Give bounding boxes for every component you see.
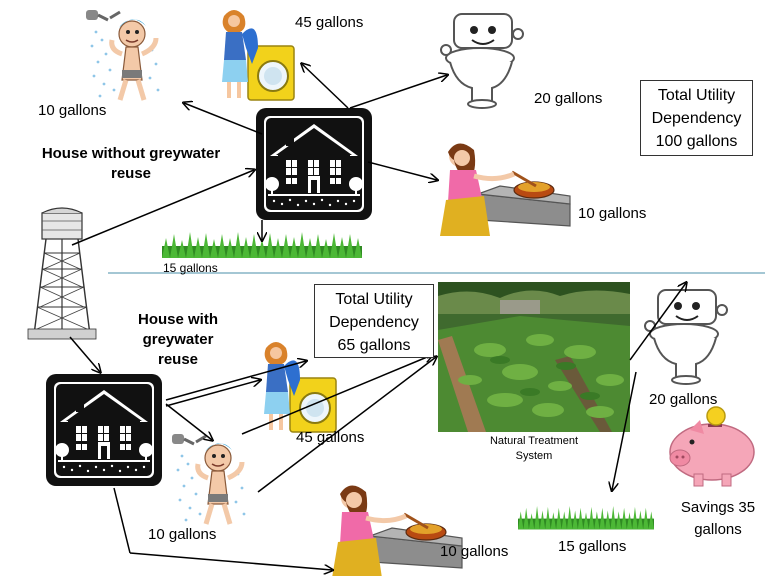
laundry-person-icon [221, 9, 295, 101]
treatment-wetland-icon [438, 282, 630, 432]
treatment-caption: Natural Treatment System [452, 434, 616, 464]
shower-person-icon [86, 10, 159, 100]
house-icon [256, 108, 372, 220]
treatment-line2: System [515, 450, 553, 462]
top-house-title: House without greywater reuse [12, 144, 250, 184]
bottom-cooking-label: 10 gallons [440, 543, 509, 560]
top-box-line2: Dependency [651, 110, 742, 127]
top-box-line3: 100 gallons [655, 133, 738, 150]
cooking-person-icon [440, 143, 570, 236]
savings-line1: Savings 35 [680, 499, 756, 516]
bottom-title-line1: House with [137, 311, 218, 328]
bottom-title-line3: reuse [157, 351, 199, 368]
treatment-line1: Natural Treatment [489, 435, 579, 447]
toilet-icon [644, 289, 728, 385]
savings-line2: gallons [694, 521, 742, 538]
bottom-shower-label: 10 gallons [148, 526, 217, 543]
flow-arrows [69, 64, 686, 570]
top-cooking-label: 10 gallons [578, 205, 647, 222]
bottom-box-line2: Dependency [329, 314, 419, 331]
top-toilet-label: 20 gallons [534, 90, 603, 107]
bottom-total-box: Total Utility Dependency 65 gallons [314, 284, 434, 358]
cooking-person-icon [332, 485, 462, 576]
top-title-line1: House without greywater [41, 145, 221, 162]
top-shower-label: 10 gallons [38, 102, 107, 119]
piggy-bank-icon [669, 406, 755, 487]
shower-person-icon [172, 434, 245, 524]
toilet-icon [440, 13, 524, 109]
bottom-lawn-label: 15 gallons [558, 538, 627, 555]
bottom-house-title: House with greywater reuse [108, 310, 248, 370]
bottom-box-line1: Total Utility [335, 291, 413, 308]
top-laundry-label: 45 gallons [295, 14, 364, 31]
bottom-title-line2: greywater [142, 331, 214, 348]
bottom-toilet-label: 20 gallons [649, 391, 718, 408]
bottom-box-line3: 65 gallons [337, 337, 411, 354]
grass-icon [518, 506, 654, 530]
water-tower-icon [27, 207, 97, 340]
savings-label: Savings 35 gallons [668, 497, 768, 541]
house-icon [46, 374, 162, 486]
top-box-line1: Total Utility [657, 87, 736, 104]
top-total-box: Total Utility Dependency 100 gallons [640, 80, 753, 156]
bottom-laundry-label: 45 gallons [296, 429, 365, 446]
top-title-line2: reuse [110, 165, 152, 182]
top-lawn-label: 15 gallons [163, 261, 218, 275]
